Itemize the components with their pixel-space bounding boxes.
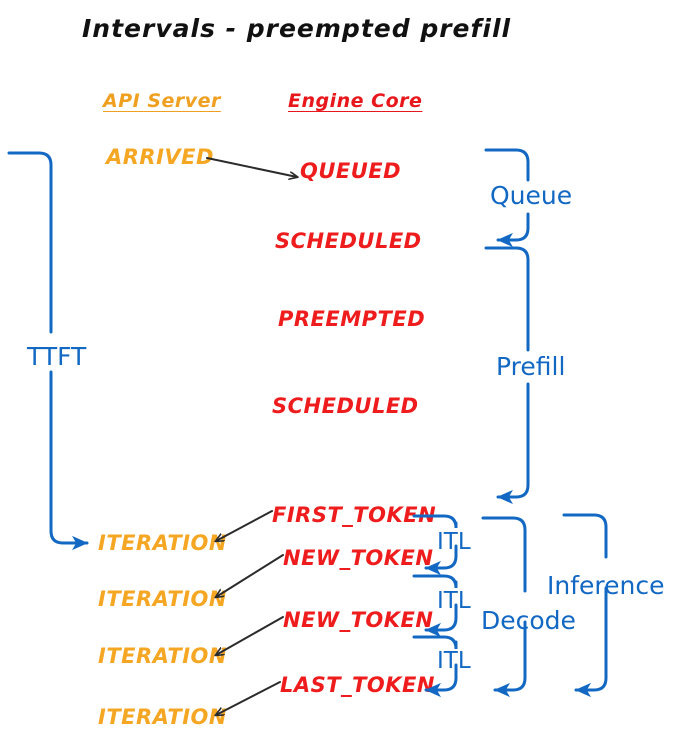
bracket-upper-arm — [484, 148, 530, 182]
interval-label-itl-3: ITL — [434, 650, 474, 673]
api-event-iteration: ITERATION — [98, 705, 227, 729]
engine-event-first_token: FIRST_TOKEN — [272, 503, 437, 527]
engine-event-last_token: LAST_TOKEN — [280, 673, 435, 697]
api-event-arrived: ARRIVED — [106, 145, 214, 169]
bracket-upper-arm — [484, 246, 530, 352]
bracket-lower-arm — [496, 212, 530, 248]
column-header-api-server: API Server — [103, 90, 221, 112]
page-title: Intervals - preempted prefill — [82, 14, 512, 43]
engine-event-new_token: NEW_TOKEN — [283, 608, 434, 632]
bracket-upper-arm — [481, 516, 527, 593]
bracket-lower-arm — [574, 586, 608, 698]
interval-label-itl-1: ITL — [434, 531, 474, 554]
column-header-engine-core: Engine Core — [288, 90, 423, 112]
decode-bracket — [481, 516, 527, 698]
bracket-upper-arm — [412, 574, 458, 589]
interval-label-decode: Decode — [478, 608, 579, 633]
bracket-lower-arm — [496, 382, 530, 505]
api-event-iteration: ITERATION — [98, 644, 227, 668]
interval-label-itl-2: ITL — [434, 590, 474, 613]
interval-label-queue: Queue — [487, 183, 576, 208]
engine-event-preempted: PREEMPTED — [278, 307, 426, 331]
api-event-iteration: ITERATION — [98, 531, 227, 555]
inference-bracket — [562, 513, 608, 698]
transition-arrow — [206, 157, 297, 177]
api-event-iteration: ITERATION — [98, 587, 227, 611]
interval-label-inference: Inference — [544, 573, 668, 598]
engine-event-scheduled: SCHEDULED — [275, 229, 422, 253]
interval-label-ttft: TTFT — [24, 344, 90, 369]
interval-label-prefill: Prefill — [493, 354, 569, 379]
engine-event-queued: QUEUED — [300, 159, 402, 183]
engine-event-new_token: NEW_TOKEN — [283, 546, 434, 570]
bracket-lower-arm — [49, 370, 89, 551]
bracket-upper-arm — [7, 151, 53, 334]
engine-event-scheduled: SCHEDULED — [272, 394, 419, 418]
bracket-upper-arm — [562, 513, 608, 559]
